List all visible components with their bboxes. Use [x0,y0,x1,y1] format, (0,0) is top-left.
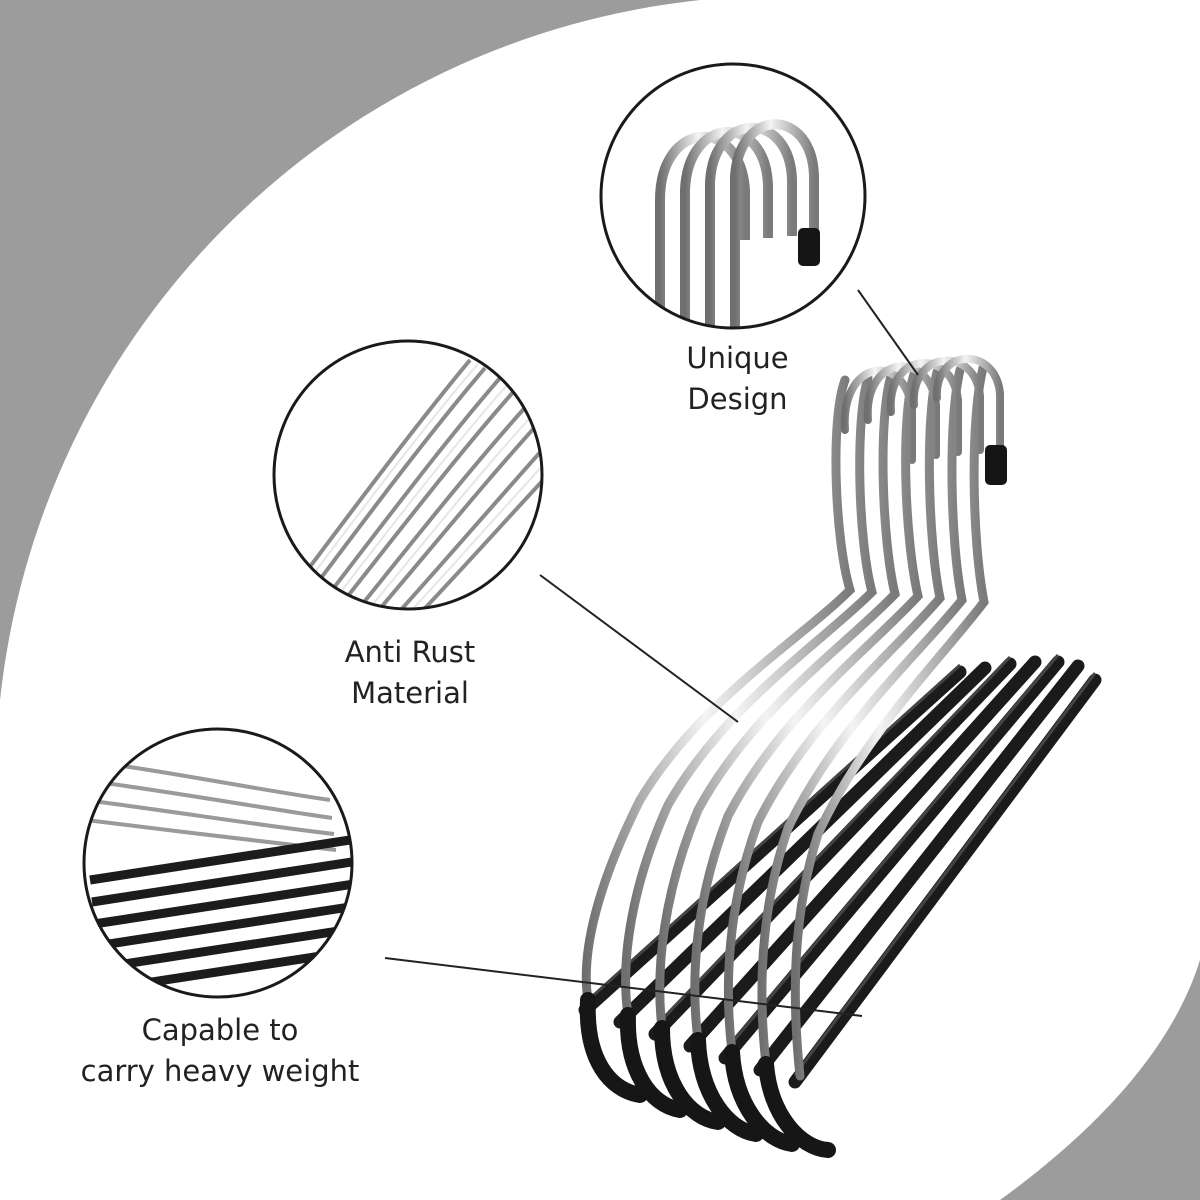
bar-closeup-icon [82,727,354,999]
hanger-stack-icon [578,354,1102,1158]
wire-closeup-icon [272,339,544,611]
hook-tip-cap [985,445,1007,485]
callout-label-heavy-weight: Capable to carry heavy weight [80,1013,360,1088]
callout-label-anti-rust: Anti Rust Material [344,635,476,710]
callout-label-unique-design: Unique Design [686,341,789,416]
leader-lines [384,289,919,1017]
hook-closeup-icon [599,62,867,330]
